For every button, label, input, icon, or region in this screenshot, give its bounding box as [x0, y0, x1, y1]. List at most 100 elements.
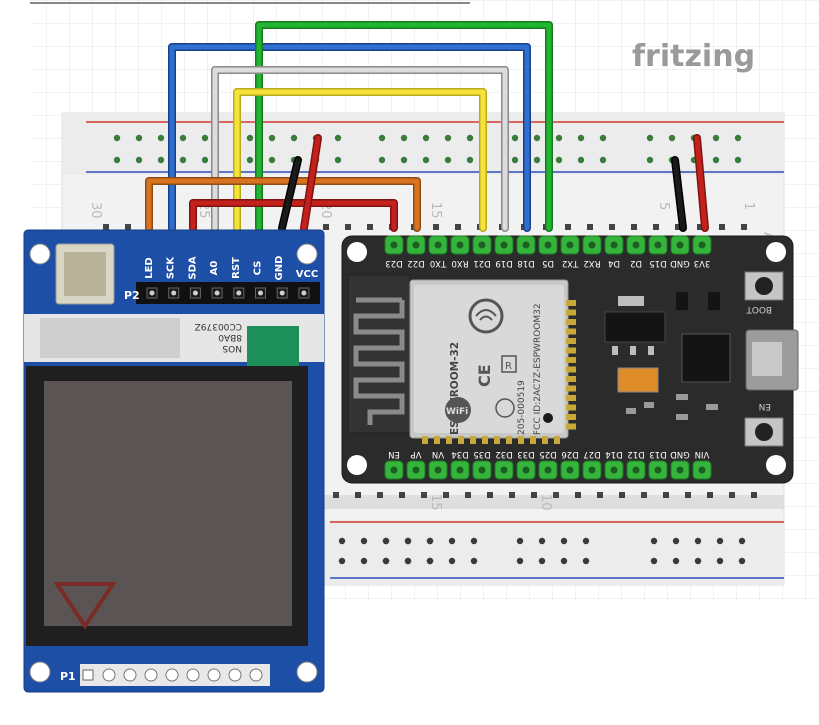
- module-pad: [530, 436, 536, 444]
- wire-blue-sck-to-d18: [168, 43, 531, 232]
- top-power-rail: [62, 113, 784, 175]
- lcd-p1-pin[interactable]: [144, 668, 158, 682]
- col-number-1: 1: [741, 202, 756, 210]
- mount-hole: [766, 455, 786, 475]
- rail-hole: [470, 537, 478, 545]
- transistor: [676, 292, 688, 310]
- esp32-pin-label: D27: [583, 449, 600, 459]
- terminal-hole: [619, 492, 625, 498]
- terminal-hole: [125, 224, 131, 230]
- rail-hole: [382, 557, 390, 565]
- module-pad: [482, 436, 488, 444]
- module-pad: [566, 347, 576, 354]
- wire-red-esp-3v3-rail: [693, 134, 709, 232]
- en-label: EN: [759, 401, 771, 411]
- terminal-hole: [399, 492, 405, 498]
- rail-hole: [201, 156, 209, 164]
- r-mark: R: [505, 361, 512, 372]
- module-pad: [446, 436, 452, 444]
- fcc-logo-icon: [495, 398, 515, 418]
- lcd-pin-label-rst: RST: [231, 257, 242, 279]
- module-castellated-pins: [422, 300, 576, 444]
- module-pad: [566, 404, 576, 411]
- module-pad: [434, 436, 440, 444]
- regulator-tab: [618, 296, 644, 306]
- module-pad: [566, 376, 576, 382]
- module-pad: [566, 423, 576, 430]
- ribbon-text-3: NOS: [222, 343, 242, 353]
- esp32-pin-label: D13: [649, 449, 666, 459]
- lcd-p1-pin[interactable]: [207, 668, 221, 682]
- rail-hole: [338, 557, 346, 565]
- module-pad: [566, 357, 576, 363]
- flex-connector: [247, 326, 299, 371]
- lcd-p1-pin[interactable]: [186, 668, 200, 682]
- lcd-pin-label-vcc: VCC: [296, 269, 318, 280]
- module-pad: [542, 436, 548, 444]
- module-pad: [566, 366, 576, 373]
- module-pad: [566, 338, 576, 344]
- module-pad: [506, 436, 512, 444]
- rail-hole: [157, 156, 165, 164]
- terminal-hole: [653, 224, 659, 230]
- terminal-hole: [367, 224, 373, 230]
- wire-black-esp-gnd-rail: [671, 156, 687, 232]
- terminal-hole: [597, 492, 603, 498]
- rail-hole: [712, 134, 720, 142]
- rail-hole: [113, 156, 121, 164]
- wire-white-a0-to-d19: [211, 66, 509, 232]
- rail-hole: [201, 134, 209, 142]
- lcd-p1-pin[interactable]: [249, 668, 263, 682]
- rail-hole: [290, 134, 298, 142]
- rail-hole: [646, 134, 654, 142]
- rail-hole: [360, 537, 368, 545]
- rail-hole: [516, 557, 524, 565]
- module-pad: [494, 436, 500, 444]
- lcd-pin-label-gnd: GND: [274, 256, 285, 281]
- terminal-hole: [751, 492, 757, 498]
- lcd-pin-label-led: LED: [144, 257, 155, 279]
- esp32-pin-label: D23: [385, 258, 402, 268]
- boot-button[interactable]: [744, 271, 784, 301]
- esp32-pin-label: VP: [411, 449, 422, 459]
- rail-hole: [422, 134, 430, 142]
- rail-hole: [382, 537, 390, 545]
- lcd-p1-pin[interactable]: [82, 669, 94, 681]
- rail-hole: [582, 557, 590, 565]
- terminal-hole: [675, 224, 681, 230]
- rail-hole: [582, 537, 590, 545]
- tantalum-capacitor: [617, 367, 659, 393]
- rail-hole: [179, 134, 187, 142]
- rail-hole: [422, 156, 430, 164]
- esp32-pin-label: VIN: [695, 449, 710, 459]
- p2-header: [136, 282, 320, 304]
- lcd-p1-pin[interactable]: [228, 668, 242, 682]
- esp32-pin-label: D2: [630, 258, 642, 268]
- mount-hole: [347, 242, 367, 262]
- boot-label: BOOT: [746, 304, 772, 314]
- terminal-hole: [729, 492, 735, 498]
- esp32-pin-label: EN: [388, 449, 400, 459]
- pin1-dot: [543, 413, 553, 423]
- ribbon-text-1: CC00379Z: [195, 321, 242, 331]
- lcd-p1-pin[interactable]: [123, 668, 137, 682]
- lcd-pin-label-a0: A0: [209, 261, 220, 276]
- lcd-p1-pin[interactable]: [165, 668, 179, 682]
- rail-hole: [360, 557, 368, 565]
- espressif-logo-icon: [468, 298, 504, 334]
- rail-hole: [448, 537, 456, 545]
- rail-hole: [400, 134, 408, 142]
- rail-hole: [650, 537, 658, 545]
- module-pad: [566, 319, 576, 325]
- wire-black-gnd-rail: [278, 156, 302, 232]
- en-button[interactable]: [744, 417, 784, 447]
- lcd-p1-pin[interactable]: [102, 668, 116, 682]
- rail-hole: [378, 134, 386, 142]
- rail-hole: [378, 156, 386, 164]
- terminal-hole: [631, 224, 637, 230]
- wire-yellow-rst-to-d21: [233, 88, 487, 232]
- esp32-pin-label: D32: [495, 449, 512, 459]
